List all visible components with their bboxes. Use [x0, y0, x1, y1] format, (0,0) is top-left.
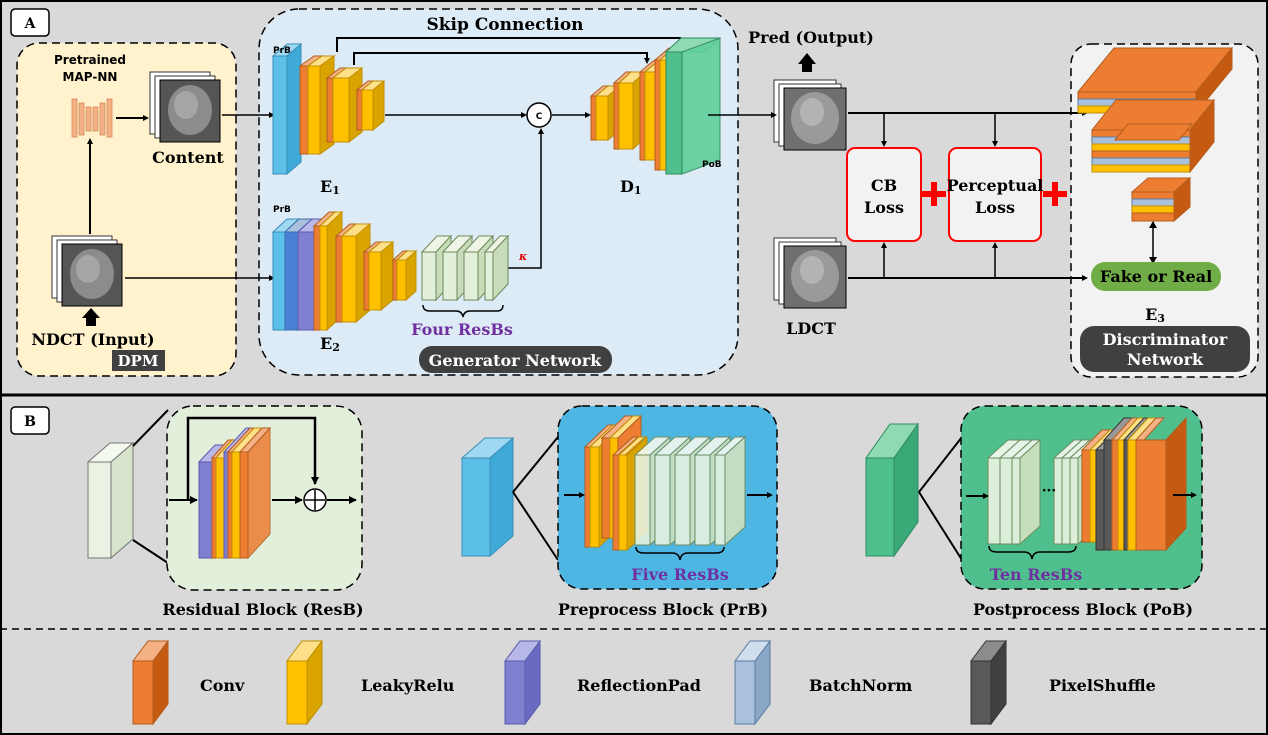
ndct-input-arrow-icon	[82, 308, 100, 326]
svg-text:DPM: DPM	[118, 352, 159, 370]
content-image-stack	[149, 71, 221, 143]
prb-brace	[635, 546, 725, 561]
prb-top-label: PrB	[273, 46, 291, 56]
legend-label-conv: Conv	[200, 676, 245, 695]
add-node-icon	[303, 488, 327, 512]
resb-zoom-line-bottom	[132, 539, 169, 564]
prb-small-icon	[460, 436, 515, 558]
discriminator-badge: Discriminator Network	[1080, 326, 1250, 372]
pob-dots: ···	[1042, 483, 1057, 499]
legend-item-pixelshuffle: PixelShuffle	[970, 639, 1156, 726]
decoder-d1	[589, 37, 722, 175]
svg-text:Loss: Loss	[975, 198, 1015, 217]
discriminator-layers	[1076, 46, 1234, 223]
panel-a-label-box: A	[10, 8, 50, 37]
pob-small-icon	[865, 422, 919, 558]
pob-zoom-line-top	[918, 436, 963, 493]
five-resbs-label: Five ResBs	[631, 565, 729, 584]
four-resbs-stack	[420, 234, 510, 318]
panel-b-label: B	[24, 414, 36, 430]
prb-bottom-label: PrB	[273, 205, 291, 215]
four-resbs-label: Four ResBs	[411, 320, 513, 339]
encoder-e2	[271, 210, 418, 332]
ldct-label: LDCT	[786, 319, 836, 338]
pob-detail-layers	[1080, 416, 1187, 552]
resb-caption: Residual Block (ResB)	[162, 600, 363, 619]
resb-detail-layers	[197, 426, 272, 560]
mapnn-network-icon	[71, 98, 113, 138]
resb-zoom-line-top	[132, 409, 169, 447]
legend-item-reflectionpad: ReflectionPad	[504, 639, 701, 726]
content-label: Content	[152, 148, 224, 167]
e3-label: E3	[1145, 305, 1165, 325]
svg-text:Fake or Real: Fake or Real	[1100, 267, 1212, 286]
generator-badge: Generator Network	[419, 346, 612, 373]
svg-text:Loss: Loss	[864, 198, 904, 217]
legend-item-conv: Conv	[132, 639, 245, 726]
e1-label: E1	[320, 177, 340, 197]
dpm-badge: DPM	[112, 350, 165, 371]
prb-resbs-stack	[633, 435, 747, 547]
pob-label: PoB	[702, 160, 722, 170]
plus-icon-2	[1043, 182, 1067, 206]
pretrained-label: Pretrained	[54, 53, 126, 67]
svg-text:Network: Network	[1127, 350, 1204, 369]
panel-b-label-box: B	[10, 406, 50, 435]
legend-label-reflectionpad: ReflectionPad	[577, 676, 701, 695]
ldct-image-stack	[773, 237, 847, 309]
concat-node	[526, 102, 552, 128]
svg-text:CB: CB	[871, 176, 897, 195]
cb-loss-box: CB Loss	[846, 147, 922, 242]
panel-a-label: A	[24, 16, 37, 32]
pob-resbs-stack	[986, 438, 1100, 546]
legend-item-leakyrelu: LeakyRelu	[286, 639, 455, 726]
prb-zoom-line-top	[512, 436, 559, 493]
prb-caption: Preprocess Block (PrB)	[558, 600, 768, 619]
skip-connection-label: Skip Connection	[426, 15, 583, 35]
e2-to-concat-arrow	[508, 128, 544, 269]
plus-icon-1	[922, 182, 946, 206]
legend-label-pixelshuffle: PixelShuffle	[1049, 676, 1156, 695]
pred-output-arrow-icon	[798, 53, 816, 72]
fake-or-real-box: Fake or Real	[1091, 262, 1221, 291]
ndct-label: NDCT (Input)	[31, 330, 154, 349]
d1-label: D1	[620, 177, 642, 197]
ndct-image-stack	[51, 235, 123, 307]
concat-symbol: C	[536, 112, 543, 122]
perceptual-loss-box: Perceptual Loss	[947, 147, 1044, 242]
legend: Conv LeakyRelu ReflectionPad BatchNorm P…	[132, 639, 1156, 726]
legend-label-leakyrelu: LeakyRelu	[361, 676, 455, 695]
encoder-e1	[271, 42, 386, 176]
e2-label: E2	[320, 334, 340, 354]
legend-label-batchnorm: BatchNorm	[809, 676, 912, 695]
resb-skip-line	[186, 416, 319, 500]
mapnn-label: MAP-NN	[63, 70, 118, 84]
svg-text:Generator Network: Generator Network	[429, 351, 603, 370]
legend-item-batchnorm: BatchNorm	[734, 639, 912, 726]
pred-output-label: Pred (Output)	[748, 28, 874, 47]
loss-connectors	[848, 110, 1088, 281]
pob-brace	[988, 545, 1077, 560]
pob-zoom-line-bottom	[918, 491, 963, 561]
svg-text:Perceptual: Perceptual	[947, 176, 1044, 195]
pob-caption: Postprocess Block (PoB)	[973, 600, 1193, 619]
resb-small-icon	[86, 441, 135, 560]
kappa-label: κ	[518, 250, 527, 263]
svg-text:Discriminator: Discriminator	[1103, 330, 1228, 349]
prb-zoom-line-bottom	[512, 491, 559, 561]
ten-resbs-label: Ten ResBs	[990, 565, 1082, 584]
pred-image-stack	[773, 79, 847, 151]
